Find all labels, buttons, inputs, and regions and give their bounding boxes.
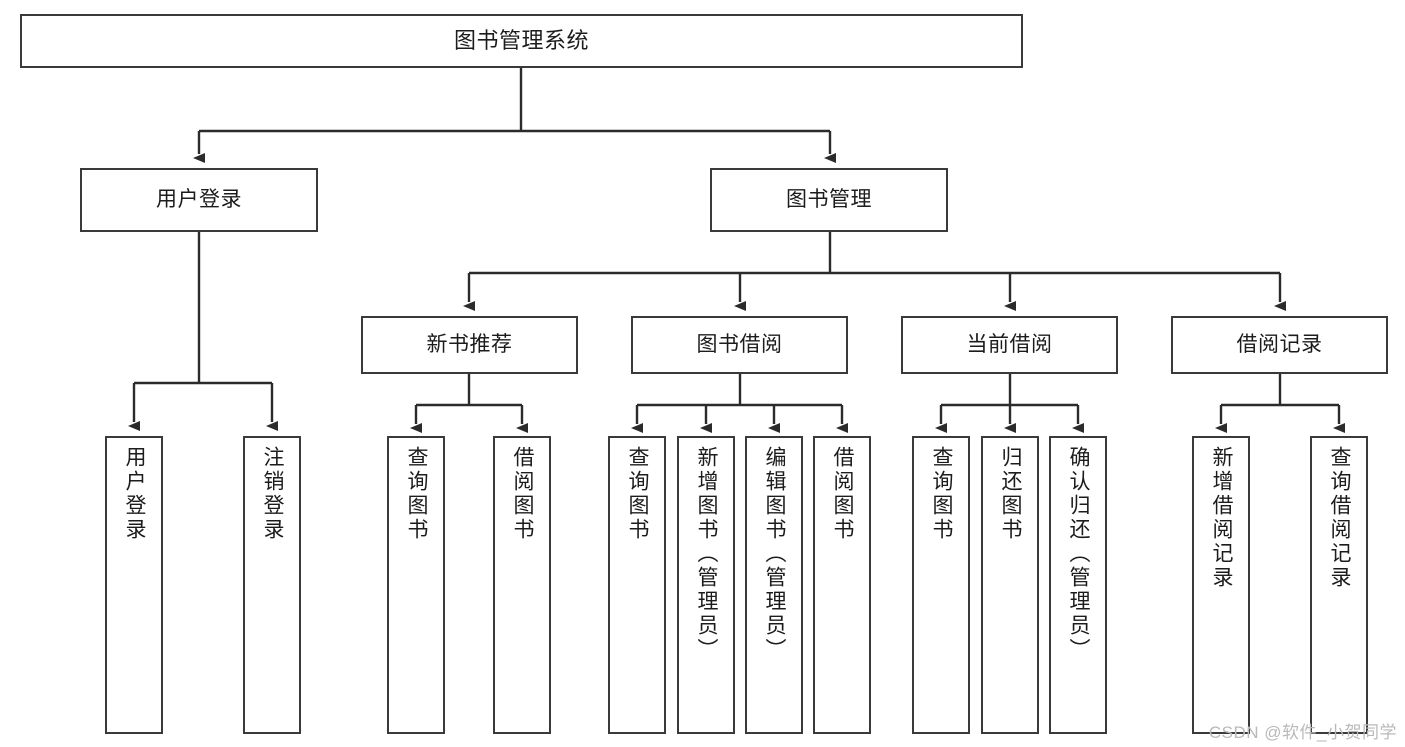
node-label: 归还图书 bbox=[999, 446, 1023, 542]
node-label: 确认归还（管理员） bbox=[1067, 446, 1091, 662]
node-label: 图书借阅 bbox=[696, 333, 783, 357]
node-new-book-recommend[interactable]: 新书推荐 bbox=[361, 316, 578, 374]
node-leaf-query-book-3[interactable]: 查询图书 bbox=[912, 436, 970, 734]
node-leaf-borrow-book-1[interactable]: 借阅图书 bbox=[493, 436, 551, 734]
node-book-borrow[interactable]: 图书借阅 bbox=[631, 316, 848, 374]
node-label: 用户登录 bbox=[123, 446, 147, 542]
node-label: 查询借阅记录 bbox=[1328, 446, 1352, 590]
node-leaf-edit-book[interactable]: 编辑图书（管理员） bbox=[745, 436, 803, 734]
watermark-text: CSDN @软件_小贺同学 bbox=[1208, 723, 1397, 742]
node-label: 查询图书 bbox=[626, 446, 650, 542]
node-leaf-logout-login[interactable]: 注销登录 bbox=[243, 436, 301, 734]
node-label: 用户登录 bbox=[156, 188, 242, 212]
node-leaf-user-login[interactable]: 用户登录 bbox=[105, 436, 163, 734]
node-label: 注销登录 bbox=[261, 446, 285, 542]
node-leaf-query-book-2[interactable]: 查询图书 bbox=[608, 436, 666, 734]
node-borrow-record[interactable]: 借阅记录 bbox=[1171, 316, 1388, 374]
node-current-borrow[interactable]: 当前借阅 bbox=[901, 316, 1118, 374]
node-leaf-add-book[interactable]: 新增图书（管理员） bbox=[677, 436, 735, 734]
node-leaf-confirm-return[interactable]: 确认归还（管理员） bbox=[1049, 436, 1107, 734]
node-leaf-return-book[interactable]: 归还图书 bbox=[981, 436, 1039, 734]
node-label: 当前借阅 bbox=[966, 333, 1053, 357]
node-label: 编辑图书（管理员） bbox=[763, 446, 787, 662]
node-label: 图书管理 bbox=[786, 188, 872, 212]
node-user-login[interactable]: 用户登录 bbox=[80, 168, 318, 232]
node-book-management-system[interactable]: 图书管理系统 bbox=[20, 14, 1023, 68]
node-leaf-query-record[interactable]: 查询借阅记录 bbox=[1310, 436, 1368, 734]
node-leaf-add-record[interactable]: 新增借阅记录 bbox=[1192, 436, 1250, 734]
node-label: 图书管理系统 bbox=[453, 28, 589, 54]
node-label: 新增图书（管理员） bbox=[695, 446, 719, 662]
node-label: 新增借阅记录 bbox=[1210, 446, 1234, 590]
node-label: 借阅图书 bbox=[511, 446, 535, 542]
node-book-management[interactable]: 图书管理 bbox=[710, 168, 948, 232]
node-label: 借阅图书 bbox=[831, 446, 855, 542]
node-label: 查询图书 bbox=[930, 446, 954, 542]
node-label: 新书推荐 bbox=[426, 333, 513, 357]
node-label: 借阅记录 bbox=[1236, 333, 1323, 357]
node-leaf-query-book-1[interactable]: 查询图书 bbox=[387, 436, 445, 734]
node-leaf-borrow-book-2[interactable]: 借阅图书 bbox=[813, 436, 871, 734]
node-label: 查询图书 bbox=[405, 446, 429, 542]
